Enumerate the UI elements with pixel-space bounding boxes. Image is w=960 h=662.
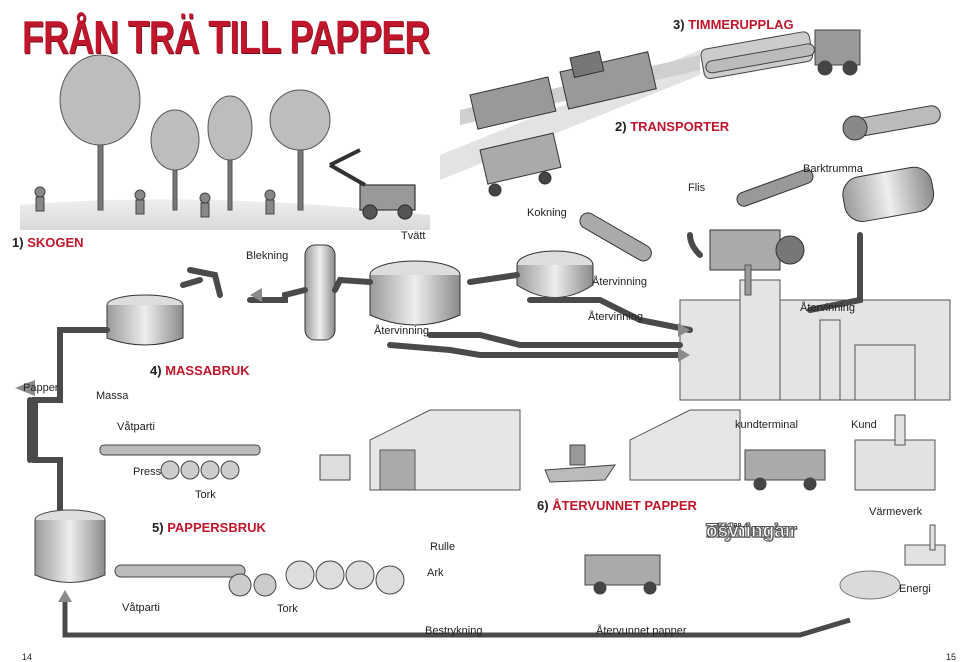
label-atervinning-2: Återvinning bbox=[800, 302, 856, 314]
label-energi: Energi bbox=[899, 583, 931, 595]
section-number: 4) bbox=[150, 363, 162, 378]
source-tryckerier: Tryckerier bbox=[706, 521, 798, 542]
digester bbox=[516, 212, 652, 298]
forest-ground bbox=[20, 199, 430, 230]
section-atervunnet-papper: 6) ÅTERVUNNET PAPPER bbox=[537, 498, 697, 513]
label-vatparti-bottom: Våtparti bbox=[122, 602, 160, 614]
label-papper: Papper bbox=[23, 382, 59, 394]
page-number-right: 15 bbox=[946, 652, 957, 662]
section-name: TIMMERUPPLAG bbox=[688, 17, 794, 32]
barking-drum bbox=[842, 105, 941, 222]
section-pappersbruk: 5) PAPPERSBRUK bbox=[152, 520, 266, 535]
boat bbox=[544, 444, 616, 483]
paper-machine-bottom bbox=[34, 509, 405, 597]
return-pipe bbox=[62, 595, 851, 638]
label-rulle: Rulle bbox=[430, 541, 456, 553]
log-pile bbox=[700, 29, 861, 80]
train bbox=[469, 50, 657, 130]
label-barktrumma: Barktrumma bbox=[803, 163, 863, 175]
label-atervinning-1: Återvinning bbox=[592, 276, 648, 288]
pulp-vat bbox=[106, 294, 184, 346]
forest-machine bbox=[329, 148, 416, 220]
page-number-left: 14 bbox=[22, 652, 33, 662]
flow-arrows bbox=[15, 288, 690, 396]
section-skogen: 1) SKOGEN bbox=[12, 235, 84, 250]
customer-plant bbox=[854, 414, 946, 566]
label-varmeverk: Värmeverk bbox=[869, 506, 923, 518]
source-affarer: Affärer bbox=[705, 521, 769, 542]
label-tork-bottom: Tork bbox=[277, 603, 298, 615]
label-tvatt: Tvätt bbox=[401, 230, 426, 242]
section-name: ÅTERVUNNET PAPPER bbox=[552, 498, 697, 513]
wash-tank bbox=[369, 260, 461, 326]
return-arrows bbox=[58, 590, 72, 602]
section-name: TRANSPORTER bbox=[630, 119, 730, 134]
pulp-mill-factory bbox=[679, 264, 951, 401]
section-timmerupplag: 3) TIMMERUPPLAG bbox=[673, 17, 794, 32]
section-number: 3) bbox=[673, 17, 685, 32]
section-name: SKOGEN bbox=[27, 235, 84, 250]
chipper bbox=[709, 169, 814, 271]
section-massabruk: 4) MASSABRUK bbox=[150, 363, 250, 378]
label-kund: Kund bbox=[851, 419, 877, 431]
section-number: 5) bbox=[152, 520, 164, 535]
label-kundterminal: kundterminal bbox=[735, 419, 798, 431]
energy-cloud bbox=[839, 570, 901, 600]
forest-workers bbox=[34, 186, 276, 218]
trees bbox=[59, 54, 331, 211]
section-transporter: 2) TRANSPORTER bbox=[615, 119, 729, 134]
bleach-tower bbox=[304, 244, 336, 341]
section-number: 2) bbox=[615, 119, 627, 134]
label-vatparti-top: Våtparti bbox=[117, 421, 155, 433]
label-atervinning-4: Återvinning bbox=[374, 325, 430, 337]
label-bestrykning: Bestrykning bbox=[425, 625, 483, 637]
warehouses bbox=[369, 409, 741, 491]
label-ark: Ark bbox=[427, 567, 444, 579]
label-kokning: Kokning bbox=[527, 207, 567, 219]
section-name: PAPPERSBRUK bbox=[167, 520, 266, 535]
label-atervunnet-papper: Återvunnet papper bbox=[596, 625, 687, 637]
label-press: Press bbox=[133, 466, 162, 478]
source-osv: osv bbox=[706, 521, 740, 542]
label-blekning: Blekning bbox=[246, 250, 289, 262]
label-tork-top: Tork bbox=[195, 489, 216, 501]
label-flis: Flis bbox=[688, 182, 706, 194]
section-number: 6) bbox=[537, 498, 549, 513]
section-number: 1) bbox=[12, 235, 24, 250]
page-title: FRÅN TRÄ TILL PAPPER bbox=[22, 11, 430, 63]
source-kontor: Kontor bbox=[705, 521, 769, 542]
label-massa: Massa bbox=[96, 390, 129, 402]
process-pipes bbox=[27, 232, 863, 523]
timber-truck bbox=[479, 132, 562, 197]
label-atervinning-3: Återvinning bbox=[588, 311, 644, 323]
paper-machine-top bbox=[99, 444, 351, 481]
trucks bbox=[584, 449, 826, 595]
source-tidningar: Tidningar bbox=[705, 521, 793, 542]
section-name: MASSABRUK bbox=[165, 363, 250, 378]
